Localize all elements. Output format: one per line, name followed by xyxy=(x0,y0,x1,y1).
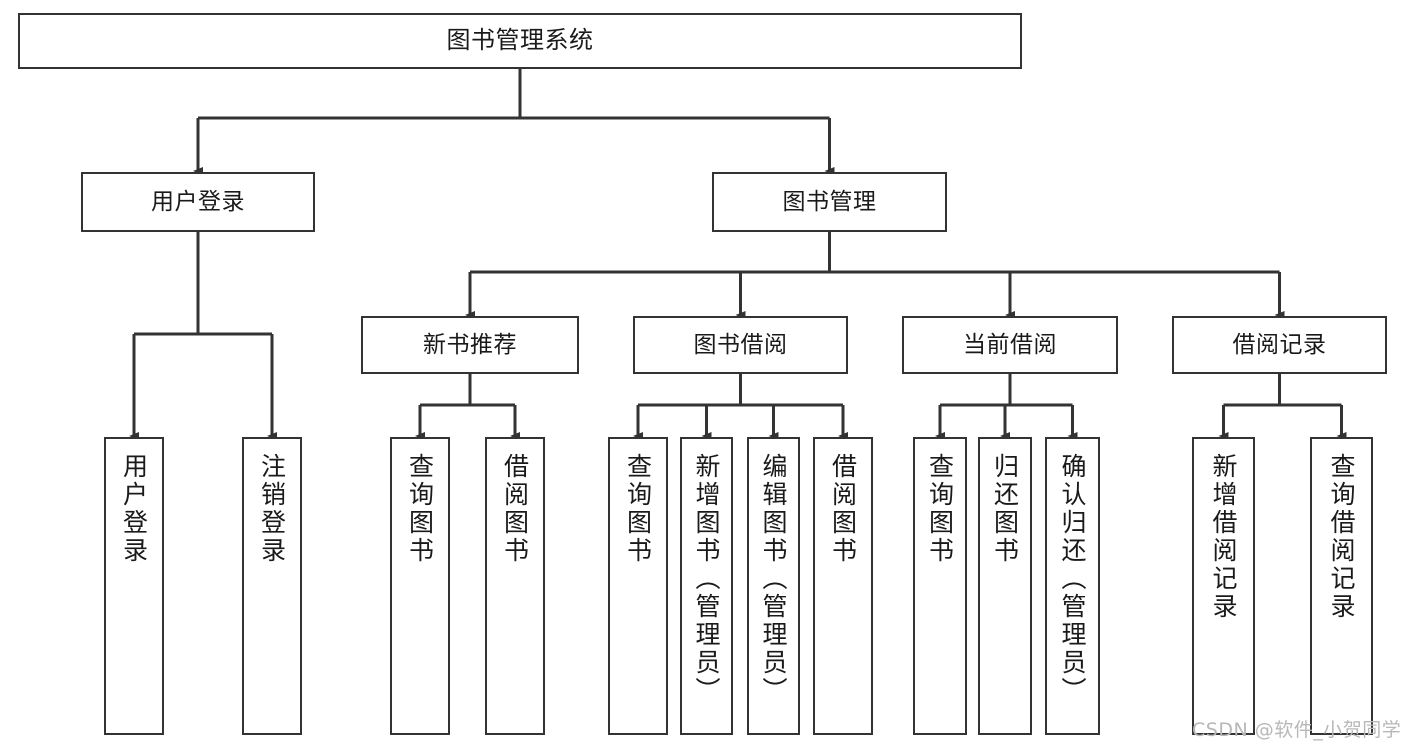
node-root[interactable]: 图书管理系统 xyxy=(18,13,1022,69)
node-label: 编辑图书（管理员） xyxy=(759,453,788,705)
node-label: 归还图书 xyxy=(990,453,1020,565)
node-new-book-recommend[interactable]: 新书推荐 xyxy=(361,316,579,374)
node-label: 新增图书（管理员） xyxy=(692,453,721,705)
leaf-query-book-3[interactable]: 查询图书 xyxy=(913,437,967,735)
node-book-manage[interactable]: 图书管理 xyxy=(712,172,947,232)
node-label: 图书管理系统 xyxy=(446,26,594,55)
node-user-login[interactable]: 用户登录 xyxy=(81,172,315,232)
watermark: CSDN @软件_小贺同学 xyxy=(1192,719,1402,741)
node-label: 查询图书 xyxy=(405,453,435,565)
node-label: 图书管理 xyxy=(782,188,877,215)
leaf-edit-book[interactable]: 编辑图书（管理员） xyxy=(747,437,800,735)
leaf-query-book-2[interactable]: 查询图书 xyxy=(608,437,668,735)
node-label: 借阅图书 xyxy=(828,453,858,565)
leaf-confirm-return[interactable]: 确认归还（管理员） xyxy=(1045,437,1100,735)
node-book-borrow[interactable]: 图书借阅 xyxy=(633,316,848,374)
node-label: 新书推荐 xyxy=(423,331,517,358)
node-label: 查询图书 xyxy=(925,453,955,565)
leaf-borrow-book-1[interactable]: 借阅图书 xyxy=(485,437,545,735)
leaf-query-book-1[interactable]: 查询图书 xyxy=(390,437,450,735)
node-label: 确认归还（管理员） xyxy=(1058,453,1087,705)
leaf-user-login[interactable]: 用户登录 xyxy=(104,437,164,735)
node-label: 借阅图书 xyxy=(500,453,530,565)
leaf-add-book[interactable]: 新增图书（管理员） xyxy=(680,437,733,735)
node-label: 借阅记录 xyxy=(1232,331,1327,358)
node-label: 当前借阅 xyxy=(963,331,1057,358)
leaf-borrow-book-2[interactable]: 借阅图书 xyxy=(813,437,873,735)
node-label: 用户登录 xyxy=(151,188,245,215)
leaf-logout[interactable]: 注销登录 xyxy=(242,437,302,735)
node-label: 用户登录 xyxy=(119,453,149,565)
node-label: 查询借阅记录 xyxy=(1327,453,1356,621)
node-label: 查询图书 xyxy=(623,453,653,565)
node-current-borrow[interactable]: 当前借阅 xyxy=(902,316,1118,374)
leaf-query-borrow-record[interactable]: 查询借阅记录 xyxy=(1310,437,1373,735)
leaf-return-book[interactable]: 归还图书 xyxy=(978,437,1032,735)
node-borrow-record[interactable]: 借阅记录 xyxy=(1172,316,1387,374)
node-label: 图书借阅 xyxy=(693,331,788,358)
node-label: 注销登录 xyxy=(257,453,287,565)
leaf-add-borrow-record[interactable]: 新增借阅记录 xyxy=(1192,437,1255,735)
node-label: 新增借阅记录 xyxy=(1209,453,1238,621)
